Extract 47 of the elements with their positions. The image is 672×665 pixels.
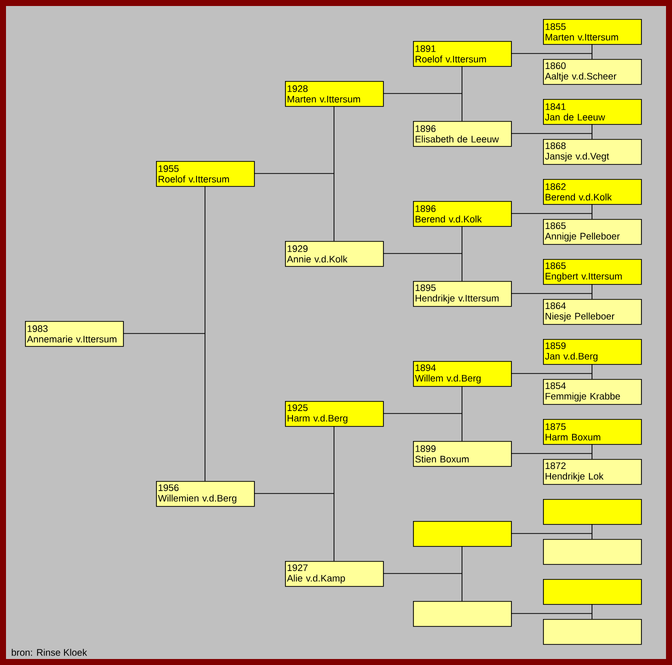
empty-box <box>413 601 512 627</box>
connector-line <box>510 604 592 620</box>
person-box: 1875 Harm Boxum <box>543 419 642 445</box>
person-box: 1929 Annie v.d.Kolk <box>285 241 384 267</box>
person-box: 1865 Annigje Pelleboer <box>543 219 642 245</box>
person-box: 1859 Jan v.d.Berg <box>543 339 642 365</box>
person-box: 1862 Berend v.d.Kolk <box>543 179 642 205</box>
connector-line <box>510 44 592 60</box>
person-box: 1955 Roelof v.Ittersum <box>156 161 255 187</box>
person-box: 1899 Stien Boxum <box>413 441 512 467</box>
person-box: 1855 Marten v.Ittersum <box>543 19 642 45</box>
person-box: 1895 Hendrikje v.Ittersum <box>413 281 512 307</box>
connector-line <box>510 124 592 140</box>
empty-box <box>543 499 642 525</box>
empty-box <box>543 579 642 605</box>
connector-line <box>254 106 334 242</box>
person-box: 1896 Berend v.d.Kolk <box>413 201 512 227</box>
connector-line <box>510 364 592 380</box>
empty-box <box>413 521 512 547</box>
connector-line <box>510 284 592 300</box>
source-note: bron: Rinse Kloek <box>12 648 88 656</box>
person-box: 1928 Marten v.Ittersum <box>285 81 384 107</box>
empty-box <box>543 619 642 645</box>
person-box: 1896 Elisabeth de Leeuw <box>413 121 512 147</box>
connector-line <box>382 66 462 122</box>
person-box: 1956 Willemien v.d.Berg <box>156 481 255 507</box>
person-box: 1854 Femmigje Krabbe <box>543 379 642 405</box>
person-box: 1894 Willem v.d.Berg <box>413 361 512 387</box>
empty-box <box>543 539 642 565</box>
person-box: 1891 Roelof v.Ittersum <box>413 41 512 67</box>
connector-line <box>382 546 462 602</box>
person-box: 1868 Jansje v.d.Vegt <box>543 139 642 165</box>
person-box: 1865 Engbert v.Ittersum <box>543 259 642 285</box>
connector-line <box>510 444 592 460</box>
connector-line <box>382 386 462 442</box>
person-box: 1872 Hendrikje Lok <box>543 459 642 485</box>
person-box: 1983 Annemarie v.Ittersum <box>25 321 124 347</box>
person-box: 1864 Niesje Pelleboer <box>543 299 642 325</box>
person-box: 1927 Alie v.d.Kamp <box>285 561 384 587</box>
connector-line <box>382 226 462 282</box>
person-box: 1925 Harm v.d.Berg <box>285 401 384 427</box>
connector-line <box>510 204 592 220</box>
person-box: 1860 Aaltje v.d.Scheer <box>543 59 642 85</box>
connector-line <box>510 524 592 540</box>
connector-line <box>122 186 206 482</box>
connector-line <box>254 426 334 562</box>
person-box: 1841 Jan de Leeuw <box>543 99 642 125</box>
